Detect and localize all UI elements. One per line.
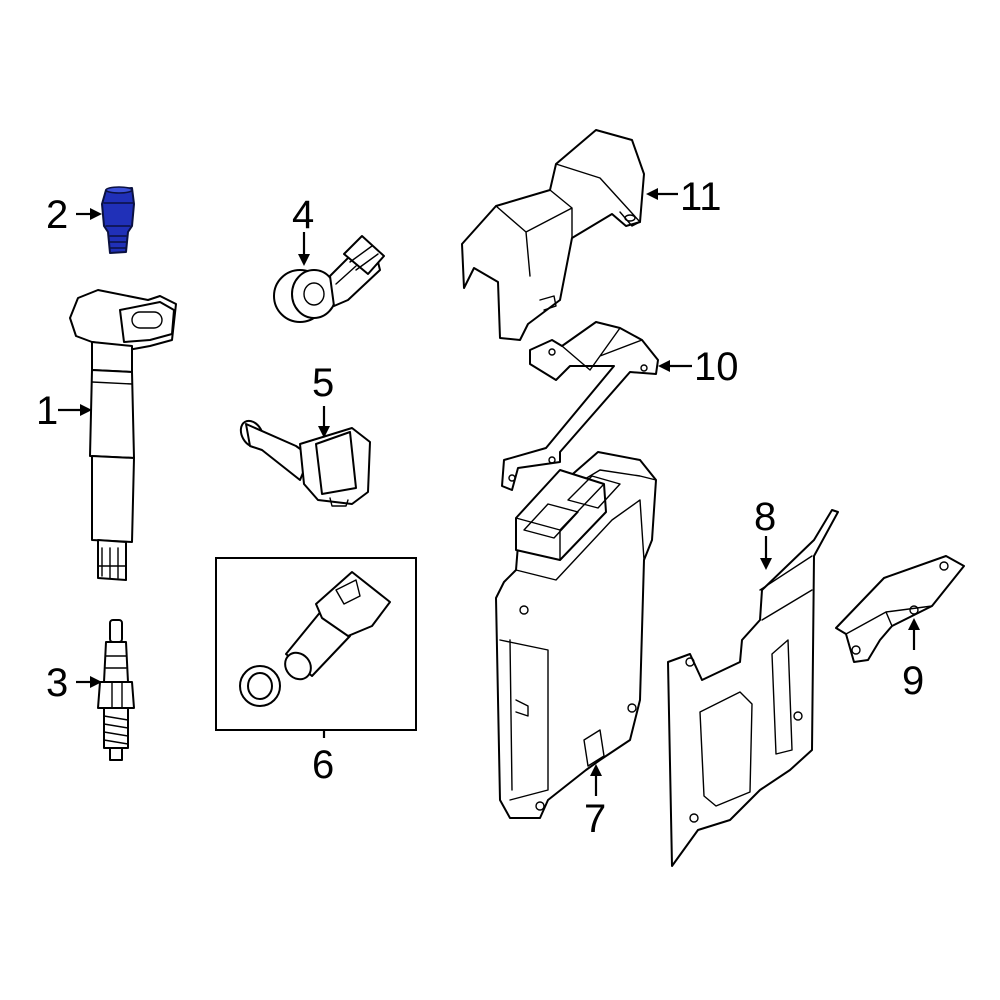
part-5-sensor[interactable] (236, 417, 371, 507)
callout-11: 11 (680, 175, 722, 219)
leader-4 (298, 232, 310, 266)
part-2-highlighted[interactable] (101, 186, 135, 254)
part-9-bracket[interactable] (835, 555, 965, 663)
leader-8 (760, 536, 772, 570)
leader-1 (58, 404, 92, 416)
callout-1: 1 (36, 389, 58, 433)
part-6-sensor-kit[interactable] (215, 557, 417, 731)
part-1-ignition-coil[interactable] (69, 289, 177, 581)
callout-9: 9 (902, 659, 924, 703)
callout-7: 7 (584, 797, 606, 841)
callout-2: 2 (46, 193, 68, 237)
leader-7 (590, 764, 602, 796)
leader-11 (646, 188, 678, 200)
leader-2 (76, 208, 102, 220)
part-7-control-module[interactable] (495, 451, 657, 819)
callout-6: 6 (312, 743, 334, 787)
leader-9 (908, 618, 920, 650)
part-8-shield[interactable] (667, 509, 839, 867)
callout-4: 4 (292, 193, 314, 237)
part-3-spark-plug[interactable] (97, 619, 135, 761)
part-4-knock-sensor[interactable] (273, 235, 385, 323)
leader-10 (658, 360, 692, 372)
callout-10: 10 (694, 345, 739, 389)
part-11-cover[interactable] (461, 129, 645, 341)
callout-8: 8 (754, 495, 776, 539)
part-10-bracket[interactable] (501, 321, 659, 491)
leader-3 (76, 676, 102, 688)
callout-3: 3 (46, 661, 68, 705)
callout-5: 5 (312, 361, 334, 405)
leader-5 (318, 406, 330, 438)
